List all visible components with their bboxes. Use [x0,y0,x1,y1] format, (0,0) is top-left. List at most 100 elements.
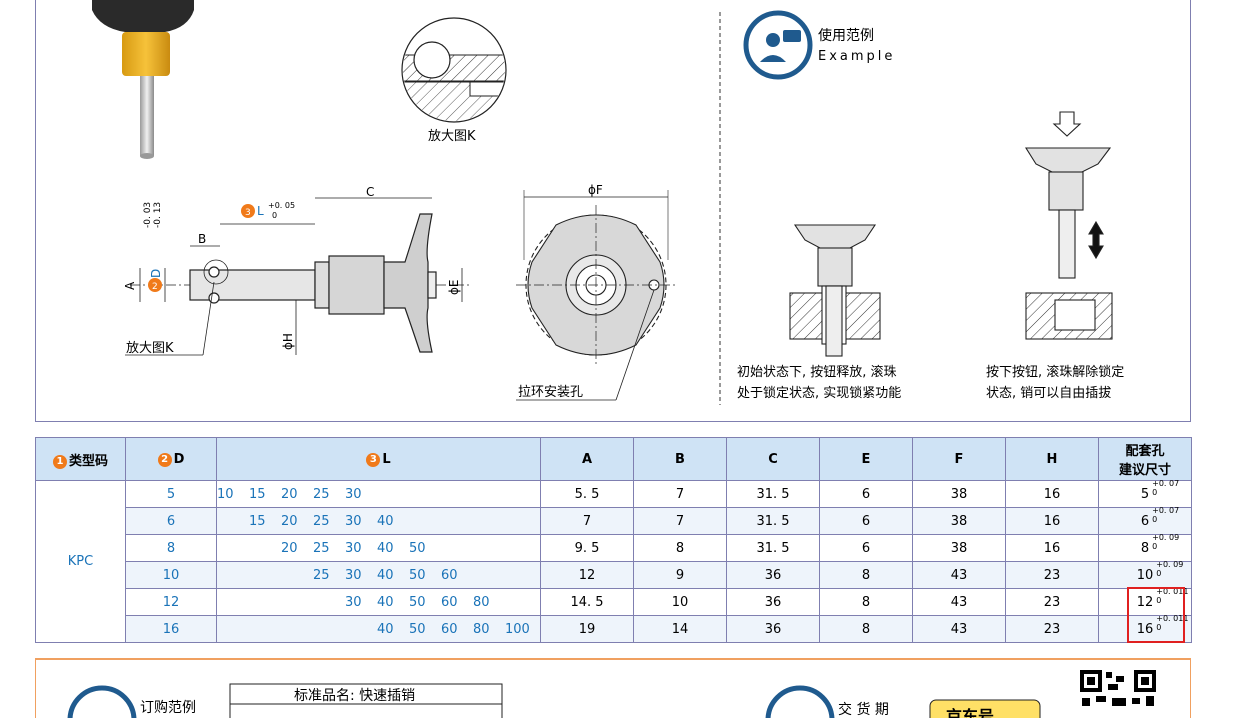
e-cell: 8 [819,615,913,643]
a-cell: 7 [540,507,634,535]
c-cell: 36 [726,561,820,589]
dim-d-circle-num: 2 [152,282,158,292]
f-cell: 43 [912,561,1006,589]
dim-d-tol-upper: -0. 03 [143,202,153,228]
h-cell: 23 [1005,588,1099,616]
example-subtitle: Example [818,49,895,64]
delivery-icon [765,685,835,718]
l-value: 40 [377,567,394,583]
std-name: 标准品名: 快速插销 [294,688,415,704]
b-cell: 14 [633,615,727,643]
example-icon [743,10,813,80]
qr-code-icon [1080,670,1156,718]
header-c: C [726,437,820,481]
f-cell: 43 [912,588,1006,616]
d-cell: 16 [125,615,217,643]
l-value: 40 [377,621,394,637]
d-cell: 8 [125,534,217,562]
l-value: 40 [377,594,394,610]
l-value: 50 [409,567,426,583]
highlight-box [1127,587,1185,643]
dim-b-label: B [198,232,206,246]
order-title: 订购范例 [140,699,196,716]
l-value: 25 [313,540,330,556]
e-cell: 6 [819,507,913,535]
bottom-section [35,658,1191,718]
l-value: 50 [409,621,426,637]
technical-drawing: 放大图K C B A 2 D -0. 03 -0. 13 3 L +0. 05 … [92,0,1124,405]
l-value: 30 [345,486,362,502]
b-cell: 7 [633,480,727,508]
l-value: 30 [345,567,362,583]
b-cell: 10 [633,588,727,616]
header-e: E [819,437,913,481]
l-value: 20 [281,540,298,556]
l-value: 30 [345,540,362,556]
detail-title: 放大图K [428,129,476,144]
l-value: 50 [409,594,426,610]
dim-l-circle [241,204,255,218]
a-cell: 14. 5 [540,588,634,616]
e-cell: 8 [819,588,913,616]
l-value: 80 [473,621,490,637]
example-caption-right-2: 状态, 销可以自由插拔 [986,386,1111,401]
l-value: 60 [441,567,458,583]
c-cell: 36 [726,615,820,643]
mount-hole-label: 拉环安装孔 [518,385,583,400]
c-cell: 31. 5 [726,534,820,562]
side-view [125,197,470,356]
l-value: 80 [473,594,490,610]
dim-l-circle-num: 3 [245,208,251,218]
f-cell: 38 [912,480,1006,508]
dim-a-label: A [123,281,137,290]
e-cell: 8 [819,561,913,589]
h-cell: 16 [1005,480,1099,508]
product-photo [92,0,194,159]
c-cell: 36 [726,588,820,616]
a-cell: 5. 5 [540,480,634,508]
dim-d-label: D [149,269,163,278]
l-value: 30 [345,513,362,529]
detail-k-view [401,17,507,123]
dim-l-label: L [257,204,264,218]
example-title: 使用范例 [818,27,874,44]
d-cell: 10 [125,561,217,589]
c-cell: 31. 5 [726,480,820,508]
e-cell: 6 [819,534,913,562]
dim-d-tol-lower: -0. 13 [153,202,163,228]
dim-f-label: ϕF [588,183,603,197]
dim-h-label: ϕH [281,333,295,350]
c-cell: 31. 5 [726,507,820,535]
d-cell: 12 [125,588,217,616]
dim-l-tol-upper: +0. 05 [268,201,295,210]
example-caption-left-2: 处于锁定状态, 实现锁紧功能 [737,385,901,401]
l-value: 25 [313,513,330,529]
f-cell: 43 [912,615,1006,643]
order-icon [67,685,137,718]
detail-k-label: 放大图K [126,341,174,356]
d-cell: 6 [125,507,217,535]
a-cell: 19 [540,615,634,643]
drawing-frame [35,0,1191,422]
delivery-badge-text: 京东号 [946,707,994,718]
l-value: 25 [313,486,330,502]
l-value: 60 [441,621,458,637]
l-value: 50 [409,540,426,556]
h-cell: 16 [1005,507,1099,535]
header-b: B [633,437,727,481]
l-value: 20 [281,486,298,502]
